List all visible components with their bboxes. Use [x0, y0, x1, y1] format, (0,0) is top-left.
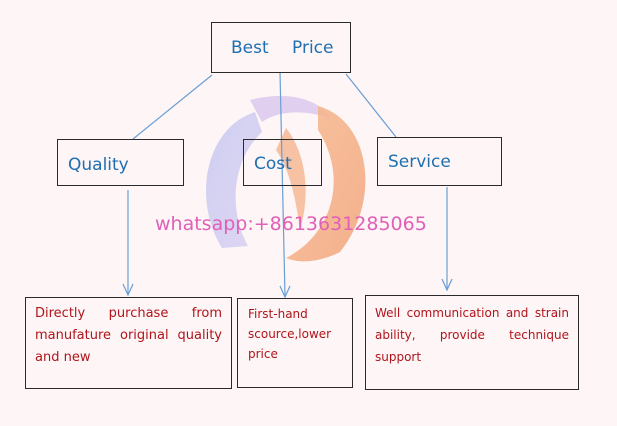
detail-cost-text: First-hand scource,lower price: [248, 307, 332, 361]
arrowhead-service: [441, 278, 453, 292]
arrowhead-quality: [122, 283, 134, 297]
detail-service-box: [365, 295, 579, 390]
detail-quality-box: [25, 297, 232, 389]
detail-service-text: Well communication and strain ability, p…: [375, 306, 569, 364]
connector-top-to-service: [345, 73, 397, 138]
node-best-price: [211, 22, 351, 73]
node-service: [377, 137, 502, 186]
node-best-price-title-b: Price: [292, 38, 334, 58]
detail-quality-text: Directly purchase from manufature origin…: [35, 306, 222, 365]
node-service-title: Service: [388, 152, 451, 172]
arrowhead-cost: [279, 285, 291, 299]
node-best-price-title-a: Best: [231, 38, 269, 58]
connector-top-to-cost: [279, 71, 286, 297]
node-quality-title: Quality: [68, 155, 129, 175]
watermark-whatsapp: whatsapp:+8613631285065: [155, 213, 427, 235]
node-cost: [243, 139, 322, 186]
connector-top-to-quality: [132, 74, 213, 140]
node-cost-title: Cost: [254, 154, 292, 174]
detail-cost-box: [237, 298, 353, 388]
node-quality: [57, 139, 184, 186]
